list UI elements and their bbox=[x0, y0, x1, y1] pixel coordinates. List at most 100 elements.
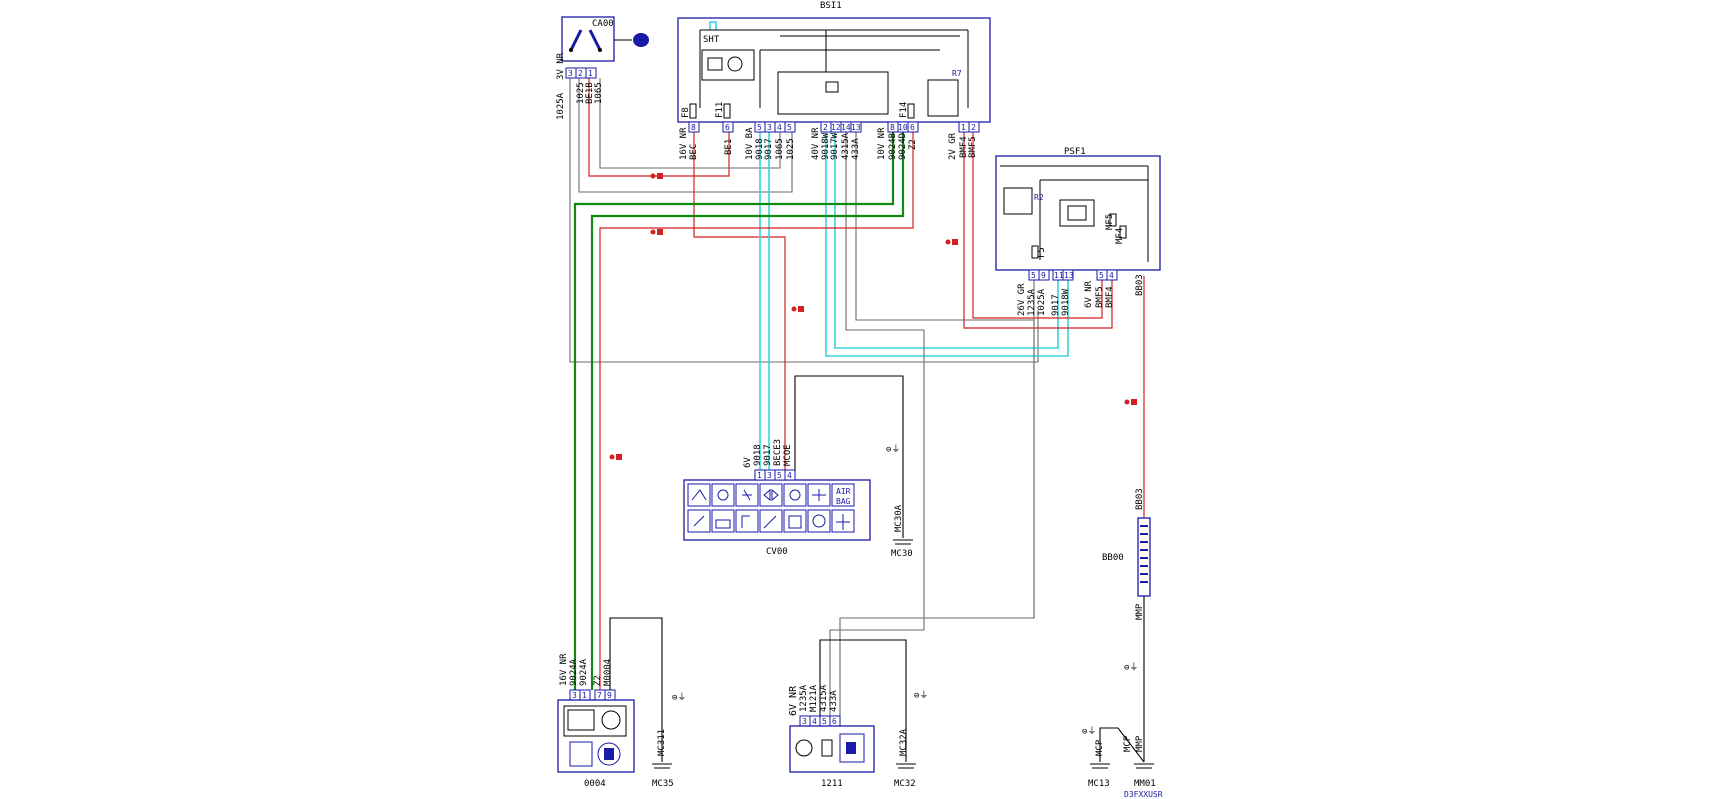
svg-text:3: 3 bbox=[767, 471, 772, 480]
marker-dot bbox=[791, 306, 797, 312]
marker-dot bbox=[609, 454, 615, 460]
wire-mcoe bbox=[794, 375, 904, 538]
svg-text:8: 8 bbox=[691, 123, 696, 132]
wire-433a bbox=[839, 128, 1035, 725]
wire-label-mcp-2: MCP bbox=[1123, 735, 1133, 752]
svg-text:2: 2 bbox=[971, 123, 976, 132]
mc35-label: MC35 bbox=[652, 779, 674, 789]
wire-label-mmp: MMP bbox=[1135, 603, 1145, 620]
svg-text:1: 1 bbox=[961, 123, 966, 132]
svg-text:5: 5 bbox=[822, 717, 827, 726]
wire-label-bb03-bb: BB03 bbox=[1135, 488, 1145, 510]
svg-text:3: 3 bbox=[572, 691, 577, 700]
wires bbox=[569, 78, 1145, 763]
wire-label-bmf4-psf: BMF4 bbox=[1105, 286, 1115, 308]
mc30-label: MC30 bbox=[891, 549, 913, 559]
wire-label-mc311: MC311 bbox=[657, 729, 667, 756]
psf1-pins: 5 9 11 13 5 4 bbox=[1028, 269, 1118, 281]
sht-label: SHT bbox=[703, 35, 720, 45]
marker-dot bbox=[945, 239, 951, 245]
fuse-mf4-icon bbox=[1119, 225, 1127, 239]
wire-label-m121a: M121A bbox=[809, 684, 819, 712]
cv00-indicator-grid bbox=[687, 483, 855, 533]
wire-label-4315a: 4315A bbox=[841, 132, 851, 160]
wire-label-bmf5: BMF5 bbox=[968, 136, 978, 158]
wire-bec bbox=[693, 128, 786, 472]
svg-text:5: 5 bbox=[777, 471, 782, 480]
wire-label-9017-cv: 9017 bbox=[763, 444, 773, 466]
mc13-label: MC13 bbox=[1088, 779, 1110, 789]
wire-label-mc30a: MC30A bbox=[894, 504, 904, 532]
c1211-pins: 3 4 5 6 bbox=[799, 715, 841, 727]
ground-mc32: MC32A MC32 ⊖⏚ bbox=[894, 690, 928, 789]
connector-psf1-6v: 6V NR bbox=[1084, 280, 1094, 308]
ground-symbol-mc32: ⊖⏚ bbox=[914, 690, 928, 701]
wire-be1b bbox=[588, 78, 730, 177]
wire-label-1235a: 1235A bbox=[1027, 288, 1037, 316]
ground-mc30: MC30A MC30 ⊖⏚ bbox=[886, 444, 913, 559]
svg-text:4: 4 bbox=[1109, 271, 1114, 280]
wire-label-bec: BEC bbox=[689, 144, 699, 160]
cv00-pins: 1 3 5 4 bbox=[754, 469, 796, 481]
wire-label-9017-psf: 9017 bbox=[1051, 294, 1061, 316]
wire-label-9018-cv: 9018 bbox=[753, 444, 763, 466]
connector-psf1-26v: 26V GR bbox=[1017, 283, 1027, 316]
marker-dot bbox=[650, 229, 656, 235]
mm01-label: MM01 bbox=[1134, 779, 1156, 789]
airbag-text-top: AIR bbox=[836, 487, 851, 496]
wire-label-433a-1211: 433A bbox=[829, 690, 839, 712]
bsi1-label: BSI1 bbox=[820, 1, 842, 11]
c1211-label: 1211 bbox=[821, 779, 843, 789]
wire-1065 bbox=[599, 78, 781, 169]
svg-text:3: 3 bbox=[568, 69, 573, 78]
svg-text:5: 5 bbox=[787, 123, 792, 132]
svg-text:5: 5 bbox=[1099, 271, 1104, 280]
cv00-label: CV00 bbox=[766, 547, 788, 557]
svg-text:6: 6 bbox=[910, 123, 915, 132]
svg-text:5: 5 bbox=[1031, 271, 1036, 280]
ground-mc35: MC311 MC35 ⊖⏚ bbox=[652, 692, 686, 789]
wire-label-be1: BE1 bbox=[724, 139, 734, 155]
wire-label-1025a-psf: 1025A bbox=[1037, 288, 1047, 316]
washer-icon bbox=[687, 509, 711, 533]
connector-cv00-6v: 6V bbox=[743, 457, 753, 468]
wire-label-1065-bsi: 1065 bbox=[775, 138, 785, 160]
wire-label-9024d: 9024D bbox=[898, 133, 908, 160]
wire-9024d bbox=[590, 128, 905, 690]
fuse-f14-icon bbox=[907, 103, 915, 119]
connector-bsi-10vba: 10V BA bbox=[745, 127, 755, 160]
window-icon bbox=[711, 509, 735, 533]
fuse-f11: F11 bbox=[715, 102, 725, 118]
svg-text:8: 8 bbox=[890, 123, 895, 132]
wire-label-bb03: BB03 bbox=[1135, 274, 1145, 296]
airbag-icon bbox=[831, 483, 855, 507]
bsi-pins: 8 6 5 3 4 5 2 12 14 13 8 10 6 1 2 bbox=[688, 121, 980, 133]
wire-label-9018w-psf: 9018W bbox=[1061, 288, 1071, 316]
wire-4315a bbox=[829, 128, 925, 725]
svg-text:13: 13 bbox=[851, 123, 861, 132]
rear-fog-icon bbox=[807, 483, 831, 507]
c0004-label: 0004 bbox=[584, 779, 606, 789]
wire-9017w bbox=[834, 128, 1059, 349]
ground-mc13-mm01: MCP MCP MMP MC13 MM01 ⊖⏚ bbox=[1082, 726, 1156, 789]
wire-m121a bbox=[819, 639, 907, 762]
bb00-battery: BB03 BB00 MMP ⊖⏚ bbox=[1102, 488, 1151, 673]
markers bbox=[609, 173, 1137, 460]
indicator-icon bbox=[759, 483, 783, 507]
fuse-f5-icon bbox=[1031, 245, 1039, 259]
gauge-icon bbox=[597, 742, 621, 766]
wire-label-9017: 9017 bbox=[764, 138, 774, 160]
fuel-pump-icon bbox=[839, 733, 865, 763]
main-beam-icon bbox=[735, 483, 759, 507]
wire-label-bece3: BECE3 bbox=[773, 439, 783, 466]
svg-text:9: 9 bbox=[607, 691, 612, 700]
svg-text:4: 4 bbox=[777, 123, 782, 132]
connector-0004-16v: 16V NR bbox=[559, 653, 569, 686]
svg-text:2: 2 bbox=[578, 69, 583, 78]
fuse-f8-icon bbox=[689, 103, 697, 119]
connector-1211-6v: 6V NR bbox=[788, 685, 799, 716]
wire-label-1025a: 1025A bbox=[556, 92, 566, 120]
wire-label-1025: 1025 bbox=[576, 82, 586, 104]
wire-mcp bbox=[1099, 727, 1145, 763]
